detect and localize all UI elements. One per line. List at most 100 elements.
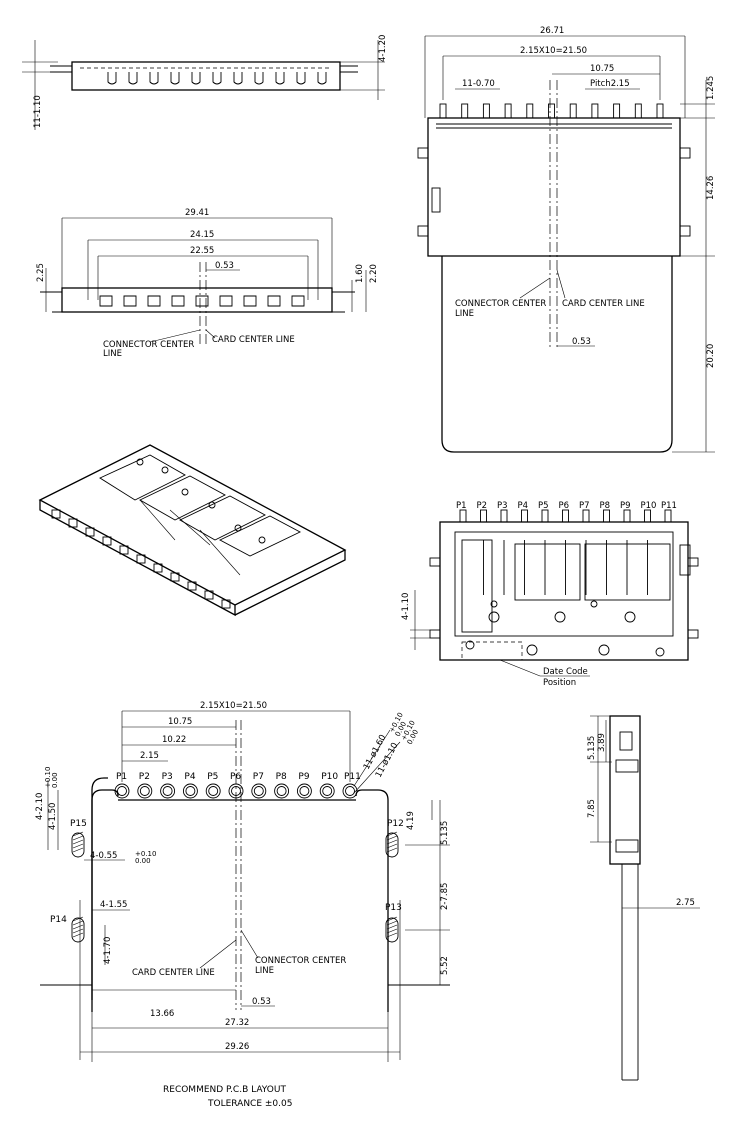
pcb-pin-label-p2: P2 <box>139 772 150 782</box>
pin-lead <box>548 103 555 119</box>
hatch <box>72 928 84 934</box>
hatch <box>386 835 398 841</box>
pin-label-p12: P12 <box>387 819 404 829</box>
front-connector-center-label: CONNECTOR CENTER <box>103 340 194 350</box>
iso-pin <box>221 599 231 609</box>
pcb-pin-label-p10: P10 <box>321 772 338 782</box>
pcb-connector-center-line2: LINE <box>255 966 274 976</box>
dim-2.15x10: 2.15X10=21.50 <box>520 46 587 56</box>
hatch <box>72 839 84 845</box>
hatch <box>386 843 398 849</box>
pad-hole <box>299 786 310 796</box>
date-code-position: Position <box>543 678 576 688</box>
pad-outer <box>182 783 198 799</box>
side-view: 5.135 3.89 7.85 2.75 <box>587 715 700 1081</box>
dim-22.55: 22.55 <box>190 246 214 256</box>
pad-hole <box>322 786 333 796</box>
date-code-label: Date Code <box>543 667 588 677</box>
dim-29.41: 29.41 <box>185 208 209 218</box>
pin-lead <box>591 103 599 119</box>
pin-label-p13: P13 <box>385 903 402 913</box>
pcb-dim-2-7.85: 2-7.85 <box>440 883 450 910</box>
bottom-pin-label-p9: P9 <box>620 501 631 511</box>
dim-11-1.10: 11-1.10 <box>33 95 43 128</box>
iso-pin <box>153 563 163 573</box>
hatch <box>386 847 398 853</box>
pad-outer <box>296 783 312 799</box>
iso-pin <box>136 554 146 564</box>
slot-pad <box>71 832 85 858</box>
pad-hole <box>162 786 173 796</box>
contact-tooth <box>317 72 327 85</box>
hatch <box>386 916 398 922</box>
pcb-dim-5.52: 5.52 <box>440 956 450 975</box>
pin-lead <box>569 103 577 119</box>
hatch <box>72 924 84 930</box>
pad-outer <box>160 783 176 799</box>
dim-4-1.20: 4-1.20 <box>378 35 388 62</box>
pin-lead <box>461 103 469 119</box>
pad-hole <box>253 786 264 796</box>
bottom-pin-label-p6: P6 <box>559 501 570 511</box>
contact-tooth <box>170 72 180 85</box>
bottom-pin-lead <box>562 509 569 523</box>
hatch <box>386 839 398 845</box>
top-connector-center-label: CONNECTOR CENTER <box>455 299 546 309</box>
hatch <box>386 920 398 926</box>
contact-slot <box>171 295 185 307</box>
iso-pin <box>102 536 112 546</box>
pcb-pin-label-p9: P9 <box>298 772 309 782</box>
pad-outer <box>114 783 130 799</box>
pcb-dim-4-1.70: 4-1.70 <box>103 937 113 964</box>
pad-hole <box>185 786 196 796</box>
contact-slot <box>219 295 233 307</box>
bottom-pin-label-p10: P10 <box>641 501 657 511</box>
hatch <box>72 916 84 922</box>
iso-pin <box>170 572 180 582</box>
dim-2.20: 2.20 <box>369 264 379 283</box>
pcb-dim-4-1.55: 4-1.55 <box>100 900 127 910</box>
dim-11-0.70: 11-0.70 <box>462 79 495 89</box>
pcb-pin-label-p11: P11 <box>344 772 361 782</box>
dim-1.245: 1.245 <box>706 76 716 100</box>
pad-outer <box>205 783 221 799</box>
contact-tooth <box>128 72 138 85</box>
pad-hole <box>276 786 287 796</box>
bottom-pin-label-p2: P2 <box>477 501 488 511</box>
pcb-dim-13.66: 13.66 <box>150 1009 174 1019</box>
pcb-pin-label-p5: P5 <box>207 772 218 782</box>
bottom-pin-lead <box>459 509 467 523</box>
pad-hole <box>139 786 150 796</box>
dim-0.53-top: 0.53 <box>572 337 591 347</box>
top-connector-center-line2: LINE <box>455 309 474 319</box>
iso-pin <box>187 581 197 591</box>
contact-slot <box>243 295 257 307</box>
contact-tooth <box>296 72 306 85</box>
pcb-pin-label-p8: P8 <box>276 772 287 782</box>
contact-slot <box>267 295 281 307</box>
dim-10.75: 10.75 <box>590 64 614 74</box>
contact-tooth <box>233 72 243 85</box>
pcb-dim-21.50: 2.15X10=21.50 <box>200 701 267 711</box>
pin-lead <box>634 103 642 119</box>
iso-pin <box>119 545 129 555</box>
dim-14.26: 14.26 <box>706 176 716 200</box>
pcb-tol-0.55-zero: 0.00 <box>135 857 151 865</box>
pcb-pin-label-p3: P3 <box>162 772 173 782</box>
contact-slot <box>123 295 137 307</box>
pcb-pin-label-p1: P1 <box>116 772 127 782</box>
pin-label-p15: P15 <box>70 819 87 829</box>
side-dim-5.135: 5.135 <box>587 736 597 760</box>
pin-lead <box>656 103 664 119</box>
pcb-pin-label-p4: P4 <box>184 772 195 782</box>
hatch <box>72 932 84 938</box>
pad-outer <box>319 783 335 799</box>
pcb-dim-5.135: 5.135 <box>440 821 450 845</box>
pcb-connector-center-label: CONNECTOR CENTER <box>255 956 346 966</box>
pcb-dim-0.53: 0.53 <box>252 997 271 1007</box>
bottom-pin-lead <box>664 509 672 523</box>
contact-slot <box>147 295 161 307</box>
dim-4-1.10: 4-1.10 <box>401 593 411 620</box>
hatch <box>386 924 398 930</box>
contact-tooth <box>149 72 159 85</box>
